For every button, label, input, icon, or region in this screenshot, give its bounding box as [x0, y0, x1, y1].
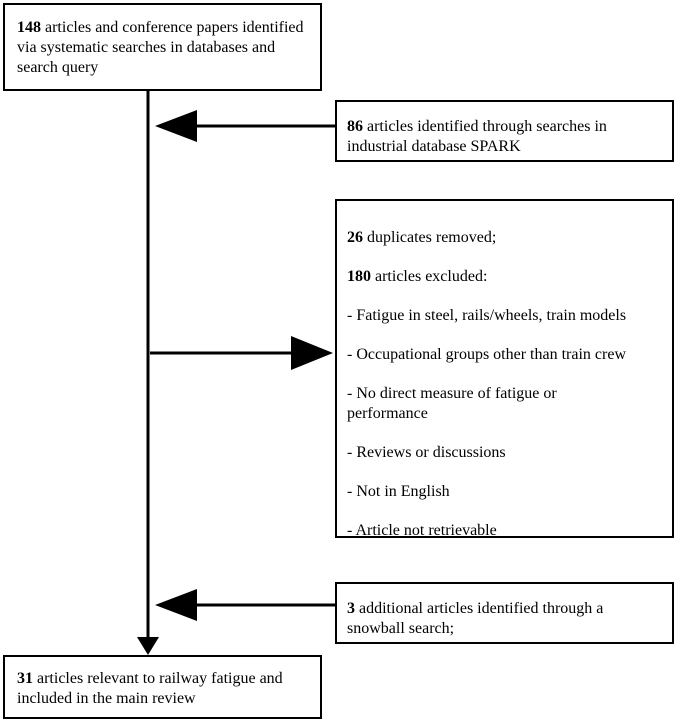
identified-box: 148 articles and conference papers ident…: [3, 3, 322, 91]
included-box: 31 articles relevant to railway fatigue …: [3, 655, 322, 719]
duplicates-count: 26: [347, 229, 363, 246]
exclusion-reason: - Not in English: [347, 483, 450, 500]
snowball-text: additional articles identified through a…: [347, 600, 604, 637]
spark-arrowhead: [155, 110, 197, 142]
spark-text: articles identified through searches in …: [347, 118, 607, 155]
identified-text: articles and conference papers identifie…: [17, 19, 304, 76]
snowball-count: 3: [347, 600, 355, 617]
excluded-arrowhead: [291, 336, 333, 370]
excluded-box: 26 duplicates removed; 180 articles excl…: [335, 199, 674, 539]
spark-count: 86: [347, 118, 363, 135]
exclusion-reason: - Reviews or discussions: [347, 444, 506, 461]
spark-box: 86 articles identified through searches …: [335, 100, 674, 162]
duplicates-text: duplicates removed;: [363, 229, 497, 246]
exclusion-reason: - Article not retrievable: [347, 522, 497, 539]
snowball-arrowhead: [155, 589, 197, 621]
excluded-text: articles excluded:: [371, 268, 488, 285]
main-arrowhead: [137, 637, 159, 655]
excluded-count: 180: [347, 268, 371, 285]
exclusion-reason: - Occupational groups other than train c…: [347, 346, 627, 363]
exclusion-reason: - Fatigue in steel, rails/wheels, train …: [347, 307, 627, 324]
exclusion-reason: - No direct measure of fatigue or perfor…: [347, 385, 557, 422]
snowball-box: 3 additional articles identified through…: [335, 582, 674, 644]
included-count: 31: [17, 670, 33, 687]
identified-count: 148: [17, 19, 41, 36]
included-text: articles relevant to railway fatigue and…: [17, 670, 283, 707]
